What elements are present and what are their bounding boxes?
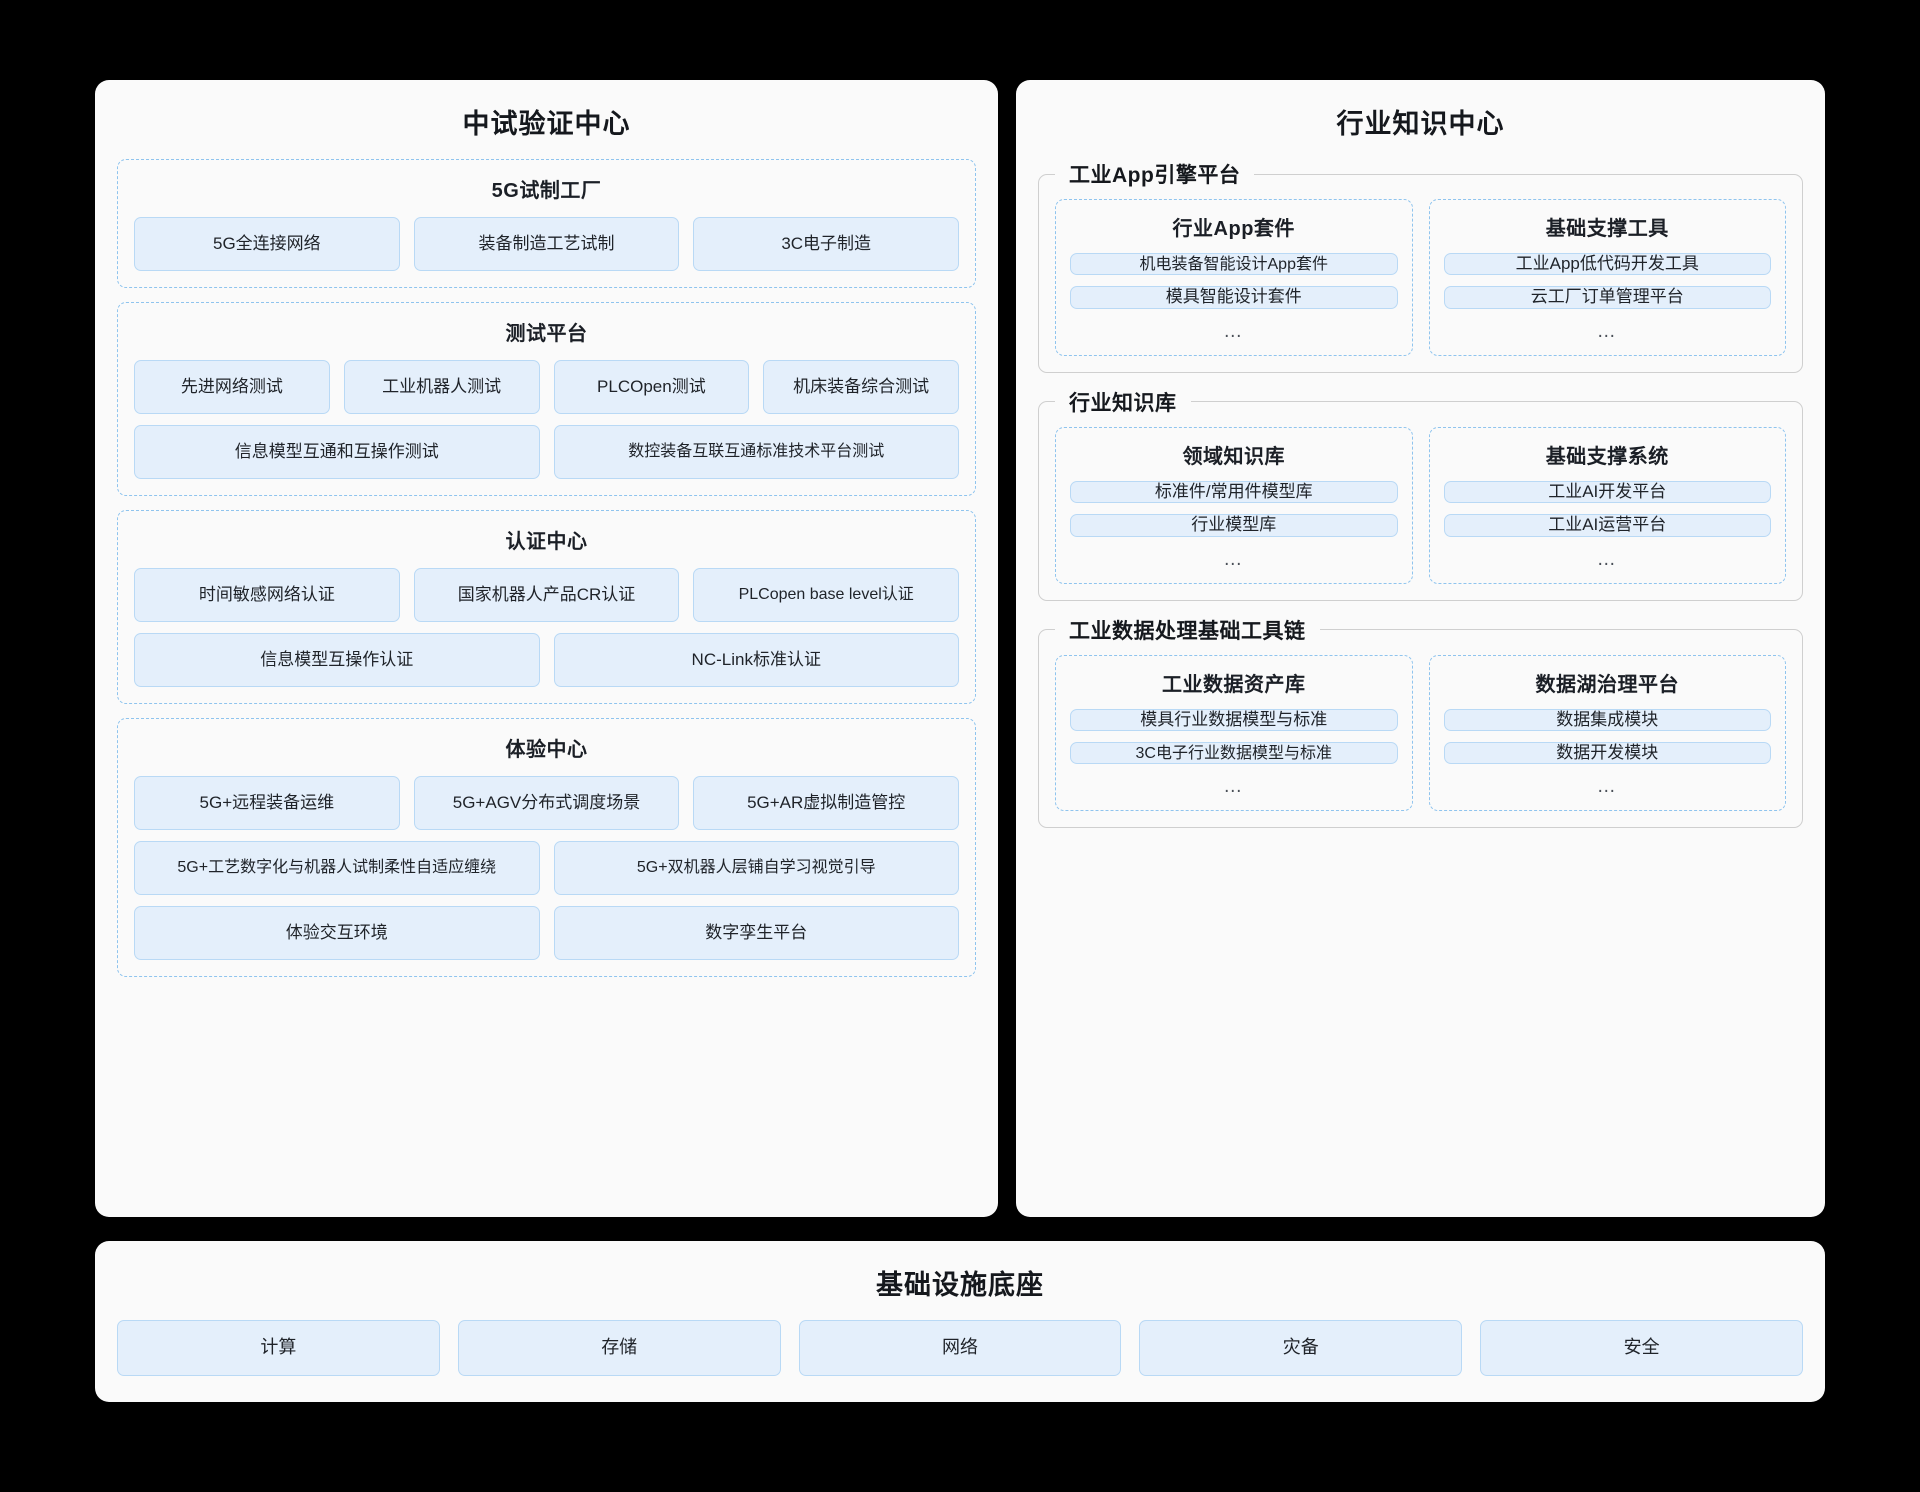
knowledge-item-chip[interactable]: 3C电子行业数据模型与标准 — [1070, 741, 1398, 765]
knowledge-item-chip[interactable]: 数据集成模块 — [1443, 708, 1771, 731]
industry-knowledge-center-panel: 行业知识中心 工业App引擎平台行业App套件机电装备智能设计App套件模具智能… — [1016, 80, 1825, 1217]
knowledge-column: 行业App套件机电装备智能设计App套件模具智能设计套件 … — [1055, 199, 1413, 356]
more-items-ellipsis: … — [1596, 548, 1618, 570]
capability-chip[interactable]: 5G全连接网络 — [134, 217, 400, 271]
capability-chip[interactable]: 5G+远程装备运维 — [134, 776, 400, 830]
capability-chip[interactable]: 信息模型互通和互操作测试 — [134, 425, 540, 479]
knowledge-item-chip[interactable]: 机电装备智能设计App套件 — [1070, 253, 1398, 276]
knowledge-columns: 领域知识库标准件/常用件模型库行业模型库…基础支撑系统工业AI开发平台工业AI运… — [1055, 426, 1786, 584]
pilot-group-row: 信息模型互通和互操作测试数控装备互联互通标准技术平台测试 — [134, 425, 959, 479]
knowledge-column: 基础支撑工具工业App低代码开发工具云工厂订单管理平台 … — [1428, 199, 1786, 356]
more-items-ellipsis: … — [1223, 320, 1245, 342]
more-items-ellipsis: … — [1596, 776, 1618, 798]
knowledge-column: 领域知识库标准件/常用件模型库行业模型库 … — [1055, 426, 1413, 584]
pilot-center-title: 中试验证中心 — [462, 109, 631, 139]
knowledge-fieldset-legend: 行业知识库 — [1069, 391, 1177, 415]
knowledge-columns: 行业App套件机电装备智能设计App套件模具智能设计套件…基础支撑工具工业App… — [1055, 199, 1786, 356]
knowledge-fieldset-legend: 工业App引擎平台 — [1069, 164, 1241, 187]
capability-chip[interactable]: 信息模型互操作认证 — [134, 633, 540, 687]
capability-chip[interactable]: 数字孪生平台 — [553, 906, 959, 960]
infrastructure-chip[interactable]: 网络 — [798, 1320, 1122, 1376]
capability-chip[interactable]: 工业机器人测试 — [343, 360, 540, 414]
pilot-group-title: 体验中心 — [505, 739, 588, 761]
capability-chip[interactable]: 3C电子制造 — [693, 217, 960, 271]
capability-chip[interactable]: 5G+工艺数字化与机器人试制柔性自适应缠绕 — [134, 841, 540, 895]
capability-chip[interactable]: 5G+AR虚拟制造管控 — [693, 776, 960, 830]
knowledge-column-title: 数据湖治理平台 — [1535, 673, 1679, 696]
knowledge-fieldset: 工业App引擎平台行业App套件机电装备智能设计App套件模具智能设计套件…基础… — [1038, 159, 1803, 373]
knowledge-item-chip[interactable]: 工业AI运营平台 — [1443, 514, 1771, 537]
pilot-group-title: 测试平台 — [505, 323, 588, 345]
infrastructure-chip[interactable]: 安全 — [1480, 1320, 1803, 1376]
knowledge-item-chip[interactable]: 工业AI开发平台 — [1443, 480, 1771, 504]
knowledge-column-title: 行业App套件 — [1172, 218, 1295, 240]
knowledge-fieldset-legend: 工业数据处理基础工具链 — [1069, 619, 1306, 643]
pilot-group-title: 认证中心 — [505, 531, 588, 553]
knowledge-item-chip[interactable]: 工业App低代码开发工具 — [1443, 253, 1771, 276]
capability-chip[interactable]: PLCopen base level认证 — [693, 568, 960, 622]
infrastructure-base-panel: 基础设施底座 计算存储网络灾备安全 — [95, 1241, 1825, 1402]
knowledge-center-fieldsets: 工业App引擎平台行业App套件机电装备智能设计App套件模具智能设计套件…基础… — [1038, 159, 1803, 829]
more-items-ellipsis: … — [1223, 548, 1245, 570]
capability-chip[interactable]: 机床装备综合测试 — [763, 360, 959, 414]
knowledge-column: 工业数据资产库模具行业数据模型与标准 3C电子行业数据模型与标准 … — [1055, 654, 1413, 812]
capability-chip[interactable]: 体验交互环境 — [134, 906, 540, 960]
knowledge-column-title: 工业数据资产库 — [1162, 673, 1306, 696]
capability-chip[interactable]: 国家机器人产品CR认证 — [413, 568, 680, 622]
knowledge-center-title: 行业知识中心 — [1336, 109, 1505, 139]
knowledge-fieldset: 行业知识库领域知识库标准件/常用件模型库行业模型库…基础支撑系统工业AI开发平台… — [1038, 386, 1803, 601]
pilot-group-row: 体验交互环境数字孪生平台 — [134, 906, 959, 960]
knowledge-column: 数据湖治理平台数据集成模块数据开发模块 … — [1428, 654, 1786, 812]
capability-chip[interactable]: PLCOpen测试 — [553, 360, 750, 414]
knowledge-item-chip[interactable]: 云工厂订单管理平台 — [1443, 286, 1771, 309]
capability-chip[interactable]: NC-Link标准认证 — [553, 633, 959, 687]
knowledge-column-title: 基础支撑工具 — [1545, 218, 1669, 240]
more-items-ellipsis: … — [1223, 776, 1245, 798]
capability-chip[interactable]: 5G+AGV分布式调度场景 — [413, 776, 680, 830]
capability-chip[interactable]: 装备制造工艺试制 — [413, 217, 680, 271]
infrastructure-chip[interactable]: 计算 — [117, 1320, 440, 1376]
knowledge-column: 基础支撑系统工业AI开发平台工业AI运营平台 … — [1428, 426, 1786, 584]
knowledge-item-chip[interactable]: 数据开发模块 — [1443, 741, 1771, 765]
capability-chip[interactable]: 时间敏感网络认证 — [134, 568, 400, 622]
knowledge-item-chip[interactable]: 标准件/常用件模型库 — [1070, 480, 1398, 504]
capability-chip[interactable]: 数控装备互联互通标准技术平台测试 — [553, 425, 959, 479]
infrastructure-title: 基础设施底座 — [876, 1270, 1044, 1300]
infrastructure-chip[interactable]: 灾备 — [1139, 1320, 1463, 1376]
knowledge-item-chip[interactable]: 模具智能设计套件 — [1070, 286, 1398, 309]
knowledge-column-title: 基础支撑系统 — [1545, 445, 1669, 468]
capability-chip[interactable]: 5G+双机器人层铺自学习视觉引导 — [553, 841, 959, 895]
knowledge-item-chip[interactable]: 模具行业数据模型与标准 — [1070, 708, 1398, 731]
infrastructure-items-row: 计算存储网络灾备安全 — [117, 1320, 1803, 1376]
capability-chip[interactable]: 先进网络测试 — [134, 360, 330, 414]
knowledge-fieldset: 工业数据处理基础工具链工业数据资产库模具行业数据模型与标准 3C电子行业数据模型与… — [1038, 614, 1803, 829]
knowledge-item-chip[interactable]: 行业模型库 — [1070, 514, 1398, 537]
infrastructure-chip[interactable]: 存储 — [457, 1320, 781, 1376]
pilot-group-title: 5G试制工厂 — [491, 180, 602, 202]
knowledge-column-title: 领域知识库 — [1182, 445, 1285, 468]
more-items-ellipsis: … — [1596, 320, 1618, 342]
